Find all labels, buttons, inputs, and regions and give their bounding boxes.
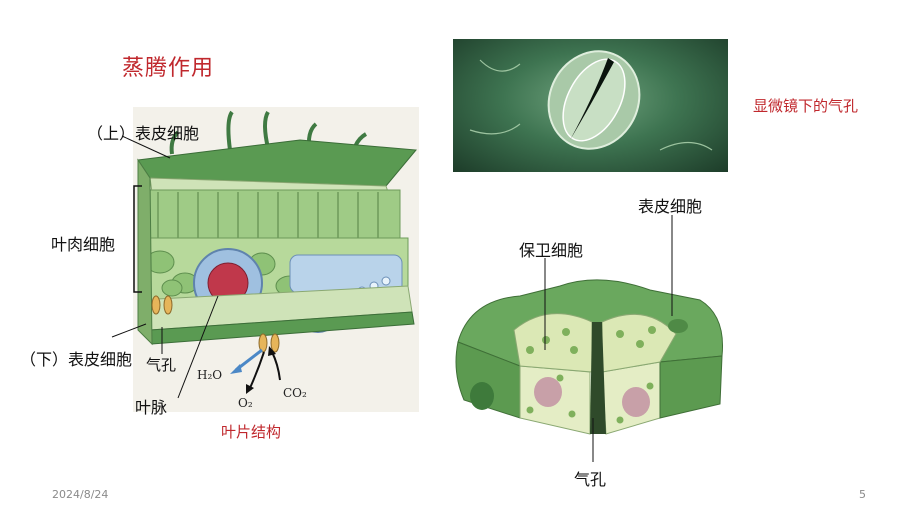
label-guard-cell: 保卫细胞: [519, 241, 584, 260]
label-o2: O₂: [238, 396, 253, 410]
caption-micrograph: 显微镜下的气孔: [753, 97, 859, 115]
label-stoma-leaf: 气孔: [146, 356, 177, 374]
label-stoma: 气孔: [574, 470, 607, 489]
slide-date: 2024/8/24: [52, 488, 109, 501]
page-number: 5: [859, 488, 866, 501]
slide-title: 蒸腾作用: [122, 56, 215, 81]
label-upper-epidermis: （上）表皮细胞: [87, 124, 200, 143]
label-h2o: H₂O: [197, 368, 223, 382]
label-epidermal-cell: 表皮细胞: [638, 197, 703, 216]
label-lower-epidermis: （下）表皮细胞: [20, 350, 133, 369]
label-co2: CO₂: [283, 386, 307, 400]
caption-leaf-structure: 叶片结构: [221, 423, 282, 441]
label-mesophyll: 叶肉细胞: [51, 235, 116, 254]
label-vein: 叶脉: [135, 398, 168, 417]
